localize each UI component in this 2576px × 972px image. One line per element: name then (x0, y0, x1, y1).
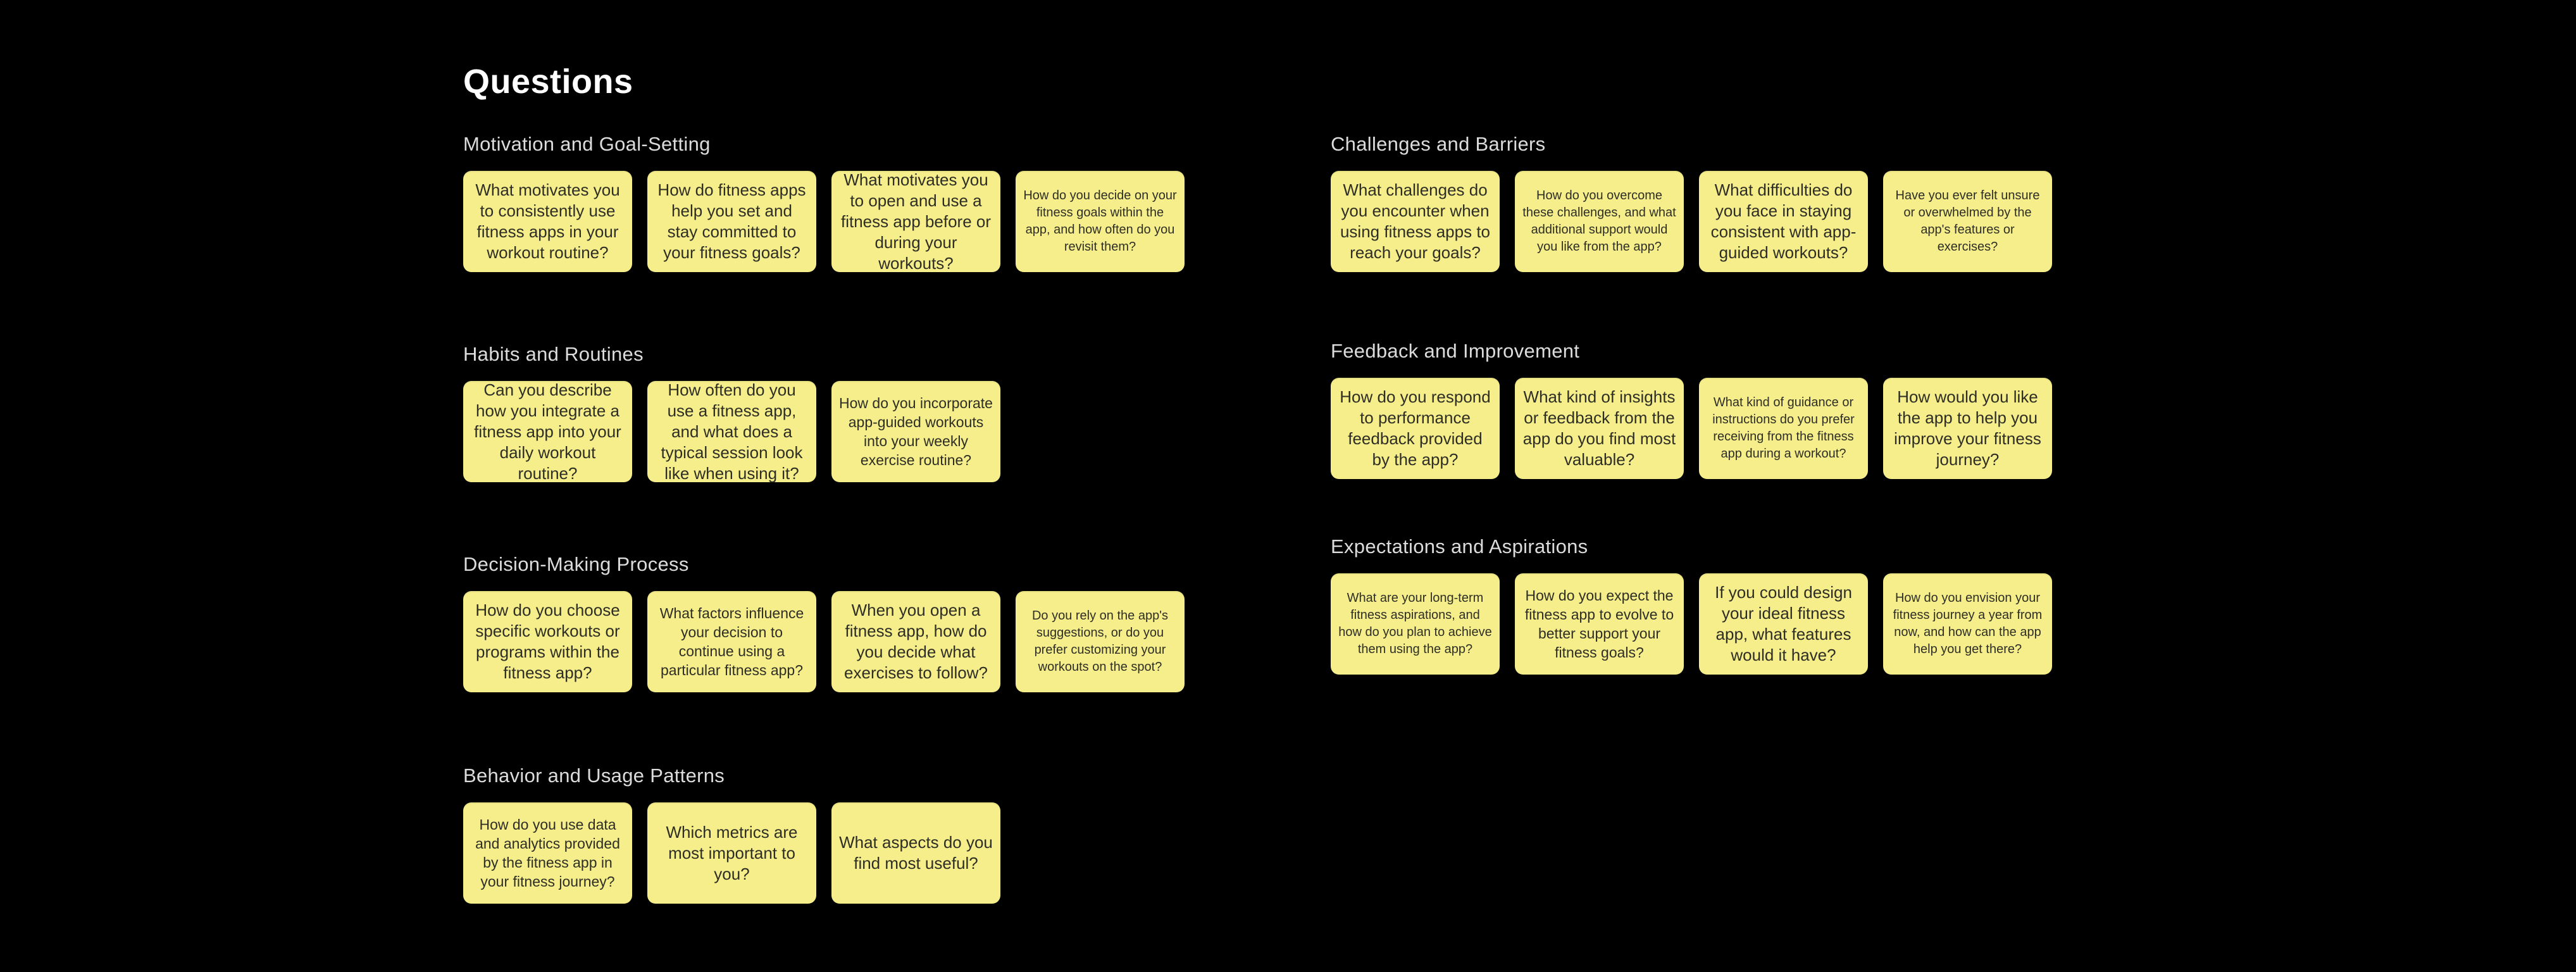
sticky-note[interactable]: What aspects do you find most useful? (831, 802, 1000, 904)
sticky-note[interactable]: How do you incorporate app-guided workou… (831, 381, 1000, 482)
sticky-note[interactable]: How do you use data and analytics provid… (463, 802, 632, 904)
sticky-note-text: How do you decide on your fitness goals … (1023, 189, 1177, 254)
sticky-note[interactable]: What motivates you to consistently use f… (463, 171, 632, 272)
sticky-notes-row: Can you describe how you integrate a fit… (463, 380, 1000, 483)
sticky-note[interactable]: What challenges do you encounter when us… (1331, 171, 1500, 272)
sticky-note-text: How do you use data and analytics provid… (475, 816, 620, 890)
sticky-note-text: How do you respond to performance feedba… (1340, 387, 1491, 469)
sticky-note[interactable]: How often do you use a fitness app, and … (647, 380, 816, 483)
sticky-note-text: How would you like the app to help you i… (1894, 387, 2041, 469)
sticky-note-text: How do you incorporate app-guided workou… (839, 395, 993, 468)
sticky-notes-row: How do you choose specific workouts or p… (463, 591, 1185, 692)
sticky-notes-row: How do you respond to performance feedba… (1331, 378, 2052, 479)
sticky-note-text: How do you expect the fitness app to evo… (1524, 587, 1674, 661)
sticky-note[interactable]: Which metrics are most important to you? (647, 802, 816, 904)
sticky-notes-row: What are your long-term fitness aspirati… (1331, 573, 2052, 675)
sticky-note[interactable]: What kind of insights or feedback from t… (1515, 378, 1684, 479)
sticky-note-text: What aspects do you find most useful? (839, 833, 993, 873)
sticky-note[interactable]: What are your long-term fitness aspirati… (1331, 573, 1500, 675)
sticky-note[interactable]: What motivates you to open and use a fit… (831, 170, 1000, 273)
sticky-note[interactable]: If you could design your ideal fitness a… (1699, 573, 1868, 675)
sticky-note[interactable]: How do you expect the fitness app to evo… (1515, 573, 1684, 675)
section-behavior-and-usage-patterns: Behavior and Usage Patterns How do you u… (463, 763, 1000, 904)
section-heading[interactable]: Behavior and Usage Patterns (463, 764, 725, 787)
sticky-note[interactable]: Can you describe how you integrate a fit… (463, 380, 632, 483)
sticky-note-text: What challenges do you encounter when us… (1340, 180, 1491, 262)
sticky-note-text: How do you choose specific workouts or p… (475, 601, 620, 682)
section-heading[interactable]: Challenges and Barriers (1331, 133, 1546, 155)
sticky-note-text: What factors influence your decision to … (659, 605, 804, 678)
sticky-note-text: How do fitness apps help you set and sta… (657, 180, 806, 262)
sticky-note-text: How do you envision your fitness journey… (1893, 591, 2043, 656)
section-habits-and-routines: Habits and Routines Can you describe how… (463, 342, 1000, 483)
section-feedback-and-improvement: Feedback and Improvement How do you resp… (1331, 339, 2052, 479)
sticky-note[interactable]: How do you respond to performance feedba… (1331, 378, 1500, 479)
sticky-note-text: Do you rely on the app's suggestions, or… (1031, 609, 1169, 674)
sticky-note[interactable]: How do you decide on your fitness goals … (1016, 171, 1185, 272)
sticky-note-text: If you could design your ideal fitness a… (1715, 583, 1852, 664)
section-expectations-and-aspirations: Expectations and Aspirations What are yo… (1331, 534, 2052, 675)
sticky-notes-row: What motivates you to consistently use f… (463, 170, 1185, 273)
sticky-notes-row: How do you use data and analytics provid… (463, 802, 1000, 904)
sticky-note-text: Have you ever felt unsure or overwhelmed… (1895, 189, 2040, 254)
sticky-note[interactable]: How do you overcome these challenges, an… (1515, 171, 1684, 272)
section-decision-making-process: Decision-Making Process How do you choos… (463, 552, 1185, 692)
sticky-note-text: What motivates you to open and use a fit… (840, 170, 992, 273)
sticky-note[interactable]: How would you like the app to help you i… (1883, 378, 2052, 479)
sticky-note-text: What difficulties do you face in staying… (1710, 180, 1857, 262)
sticky-note-text: What motivates you to consistently use f… (475, 180, 620, 262)
sticky-notes-row: What challenges do you encounter when us… (1331, 171, 2052, 272)
sticky-note[interactable]: When you open a fitness app, how do you … (831, 591, 1000, 692)
sticky-note-text: What kind of insights or feedback from t… (1522, 387, 1676, 469)
sticky-note[interactable]: Have you ever felt unsure or overwhelmed… (1883, 171, 2052, 272)
section-heading[interactable]: Expectations and Aspirations (1331, 535, 1588, 558)
sticky-note[interactable]: How do you choose specific workouts or p… (463, 591, 632, 692)
section-heading[interactable]: Decision-Making Process (463, 553, 689, 575)
sticky-note-text: Can you describe how you integrate a fit… (474, 380, 621, 483)
section-heading[interactable]: Feedback and Improvement (1331, 340, 1580, 362)
sticky-note[interactable]: What factors influence your decision to … (647, 591, 816, 692)
section-motivation-and-goal-setting: Motivation and Goal-Setting What motivat… (463, 132, 1185, 273)
sticky-note[interactable]: How do fitness apps help you set and sta… (647, 171, 816, 272)
sticky-note-text: What kind of guidance or instructions do… (1712, 396, 1855, 461)
sticky-note-text: How do you overcome these challenges, an… (1522, 189, 1676, 254)
sticky-note-text: Which metrics are most important to you? (666, 822, 798, 883)
sticky-note[interactable]: What difficulties do you face in staying… (1699, 171, 1868, 272)
sticky-note-text: How often do you use a fitness app, and … (661, 380, 803, 483)
sticky-note-text: What are your long-term fitness aspirati… (1338, 591, 1492, 656)
sticky-note[interactable]: What kind of guidance or instructions do… (1699, 378, 1868, 479)
sticky-note-text: When you open a fitness app, how do you … (844, 601, 988, 682)
section-heading[interactable]: Motivation and Goal-Setting (463, 133, 711, 155)
sticky-note[interactable]: Do you rely on the app's suggestions, or… (1016, 591, 1185, 692)
sticky-note[interactable]: How do you envision your fitness journey… (1883, 573, 2052, 675)
page-title[interactable]: Questions (463, 63, 633, 101)
section-heading[interactable]: Habits and Routines (463, 343, 644, 365)
section-challenges-and-barriers: Challenges and Barriers What challenges … (1331, 132, 2052, 272)
